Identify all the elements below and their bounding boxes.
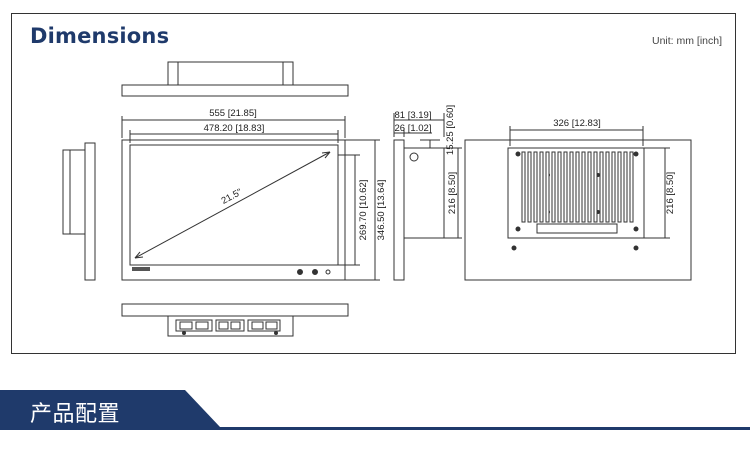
front-width-label: 555 [21.85] xyxy=(209,108,257,119)
banner-label: 产品配置 xyxy=(30,402,121,427)
rear-cutout-width-label: 326 [12.83] xyxy=(553,118,601,129)
section-banner: 产品配置 xyxy=(0,390,750,432)
heatsink-fin xyxy=(527,151,532,223)
heatsink-fin xyxy=(611,151,616,223)
top-view xyxy=(121,61,349,97)
heatsink-fin xyxy=(587,151,592,223)
rear-cutout-height-label: 216 [8.50] xyxy=(665,172,676,214)
bezel-depth-label: 26 [1.02] xyxy=(395,123,432,134)
heatsink-fin xyxy=(551,151,556,223)
heatsink-fin xyxy=(575,151,580,223)
right-side-view xyxy=(393,113,462,281)
page-title: Dimensions xyxy=(30,24,170,48)
heatsink-fin xyxy=(605,151,610,223)
display-height-label: 269.70 [10.62] xyxy=(358,180,369,241)
heatsink-fin xyxy=(521,151,526,223)
display-width-label: 478.20 [18.83] xyxy=(204,123,265,134)
front-view xyxy=(121,139,346,281)
heatsink-fin xyxy=(563,151,568,223)
heatsink-fin xyxy=(593,151,598,223)
rear-view xyxy=(464,126,692,281)
heatsink-fin xyxy=(569,151,574,223)
heatsink-fin xyxy=(533,151,538,223)
unit-note: Unit: mm [inch] xyxy=(651,35,722,47)
heatsink-fin xyxy=(617,151,622,223)
heatsink-fin xyxy=(557,151,562,223)
heatsink-fin xyxy=(581,151,586,223)
bottom-view xyxy=(121,303,349,337)
banner-shape xyxy=(0,390,750,430)
side-cutout-height-label: 216 [8.50] xyxy=(447,172,458,214)
front-width-dimension xyxy=(121,116,346,143)
front-height-label: 346.50 [13.64] xyxy=(376,180,387,241)
heatsink-fin xyxy=(539,151,544,223)
heatsink-fin xyxy=(545,151,550,223)
heatsink-fin xyxy=(623,151,628,223)
side-offset-label: 15.25 [0.60] xyxy=(445,105,456,155)
side-depth-label: 81 [3.19] xyxy=(395,110,432,121)
heatsink-fin xyxy=(629,151,634,223)
heatsink-fin xyxy=(599,151,604,223)
left-side-view xyxy=(62,142,96,281)
front-height-dimension xyxy=(338,139,380,281)
